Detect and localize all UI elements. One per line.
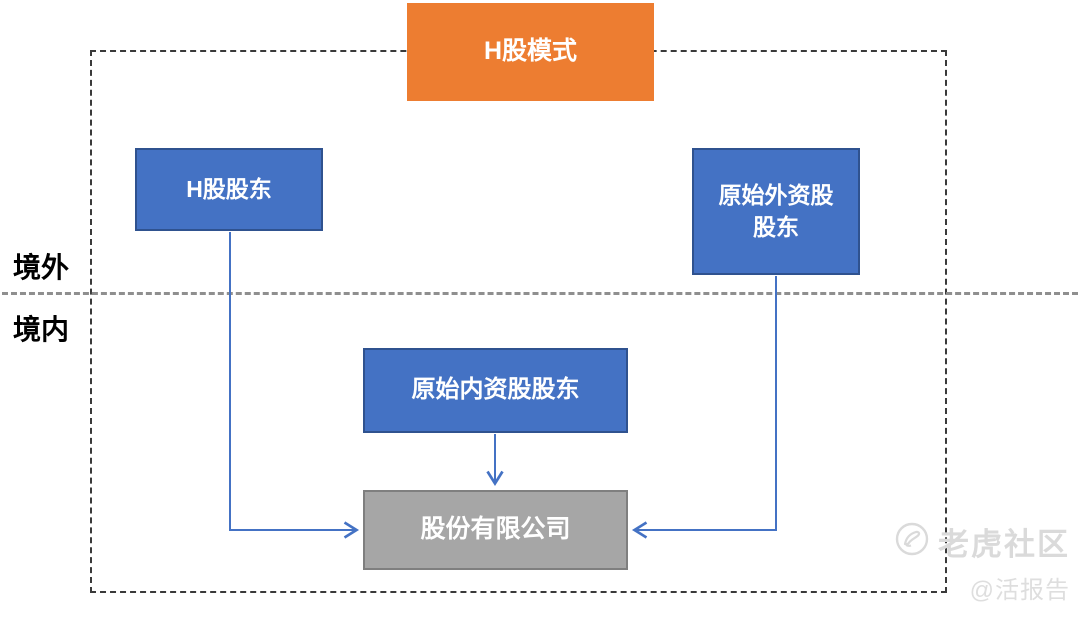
node-joint-stock-company: 股份有限公司 [363, 490, 628, 570]
node-label-line1: 原始外资股 [718, 182, 834, 209]
node-label: 股份有限公司 [420, 515, 571, 544]
region-label-overseas: 境外 [13, 252, 70, 283]
node-label-line2: 股东 [753, 213, 799, 240]
watermark-handle-text: @活报告 [969, 577, 1070, 604]
watermark: 老虎社区 @活报告 [894, 519, 1070, 605]
overseas-domestic-separator-line [2, 292, 1078, 295]
node-original-domestic-shareholders: 原始内资股股东 [363, 348, 628, 433]
watermark-brand-text: 老虎社区 [938, 527, 1070, 562]
node-h-share-shareholders: H股股东 [135, 148, 323, 231]
node-label: 原始内资股股东 [411, 376, 580, 404]
node-original-foreign-shareholders: 原始外资股 股东 [692, 148, 860, 275]
tiger-logo-icon [894, 521, 930, 562]
node-label: H股股东 [186, 175, 272, 202]
node-h-share-model-title: H股模式 [407, 3, 654, 101]
region-label-domestic: 境内 [13, 314, 70, 345]
